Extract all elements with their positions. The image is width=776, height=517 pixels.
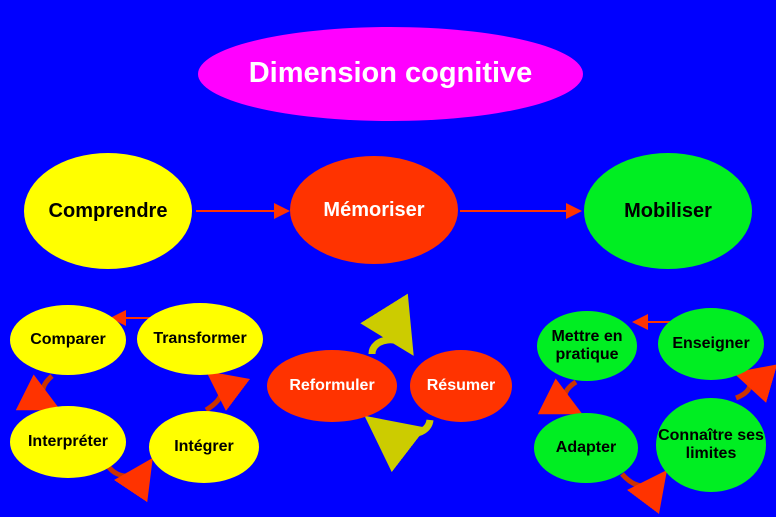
arrow-comparer-to-interpreter	[15, 374, 61, 411]
node-reformuler: Reformuler	[267, 350, 397, 422]
node-enseigner: Enseigner	[658, 308, 764, 380]
node-comparer: Comparer	[10, 305, 126, 375]
arrow-integrer-to-transformer	[204, 370, 250, 413]
node-mobiliser: Mobiliser	[584, 153, 752, 269]
node-resumer: Résumer	[410, 350, 512, 422]
node-connaitre-ses-limites: Connaître ses limites	[656, 398, 766, 492]
arrow-connaitre-to-enseigner	[733, 364, 776, 403]
arrow-reformuler-to-resumer	[360, 293, 414, 356]
node-interpreter: Interpréter	[10, 406, 126, 478]
node-comprendre: Comprendre	[24, 153, 192, 269]
node-transformer: Transformer	[137, 303, 263, 375]
node-integrer: Intégrer	[149, 411, 259, 483]
title-node: Dimension cognitive	[198, 27, 583, 121]
node-mettre-en-pratique: Mettre en pratique	[537, 311, 637, 381]
node-memoriser: Mémoriser	[290, 156, 458, 264]
arrow-mettre-to-adapter	[537, 378, 583, 415]
arrow-resumer-to-reformuler	[364, 415, 434, 473]
node-adapter: Adapter	[534, 413, 638, 483]
arrow-interpreter-to-integrer	[105, 457, 153, 503]
arrow-adapter-to-connaitre	[620, 470, 668, 514]
